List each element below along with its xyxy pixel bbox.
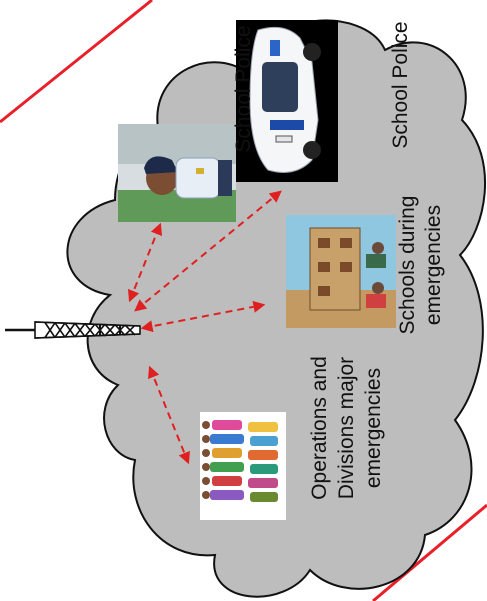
label-ops-line2: Divisions major <box>335 356 358 500</box>
police-car-image <box>236 20 338 182</box>
school-building-image <box>286 215 396 328</box>
label-school-police-right: School Police <box>389 21 412 149</box>
label-school-police-left: School Police <box>232 25 255 153</box>
label-ops-line1: Operations and <box>308 356 331 500</box>
corner-line-top <box>0 0 153 124</box>
corner-line-bottom <box>372 503 487 601</box>
label-schools-line1: Schools during <box>396 195 419 335</box>
police-officer-image <box>118 124 236 222</box>
radio-tower-icon <box>5 321 141 339</box>
arrow-to-school <box>140 300 266 333</box>
label-ops-line3: emergencies <box>362 367 385 489</box>
label-schools-line2: emergencies <box>422 204 445 326</box>
arrow-to-crowd <box>148 365 190 465</box>
crowd-people-image <box>200 412 286 520</box>
signal-arrows <box>127 190 282 465</box>
